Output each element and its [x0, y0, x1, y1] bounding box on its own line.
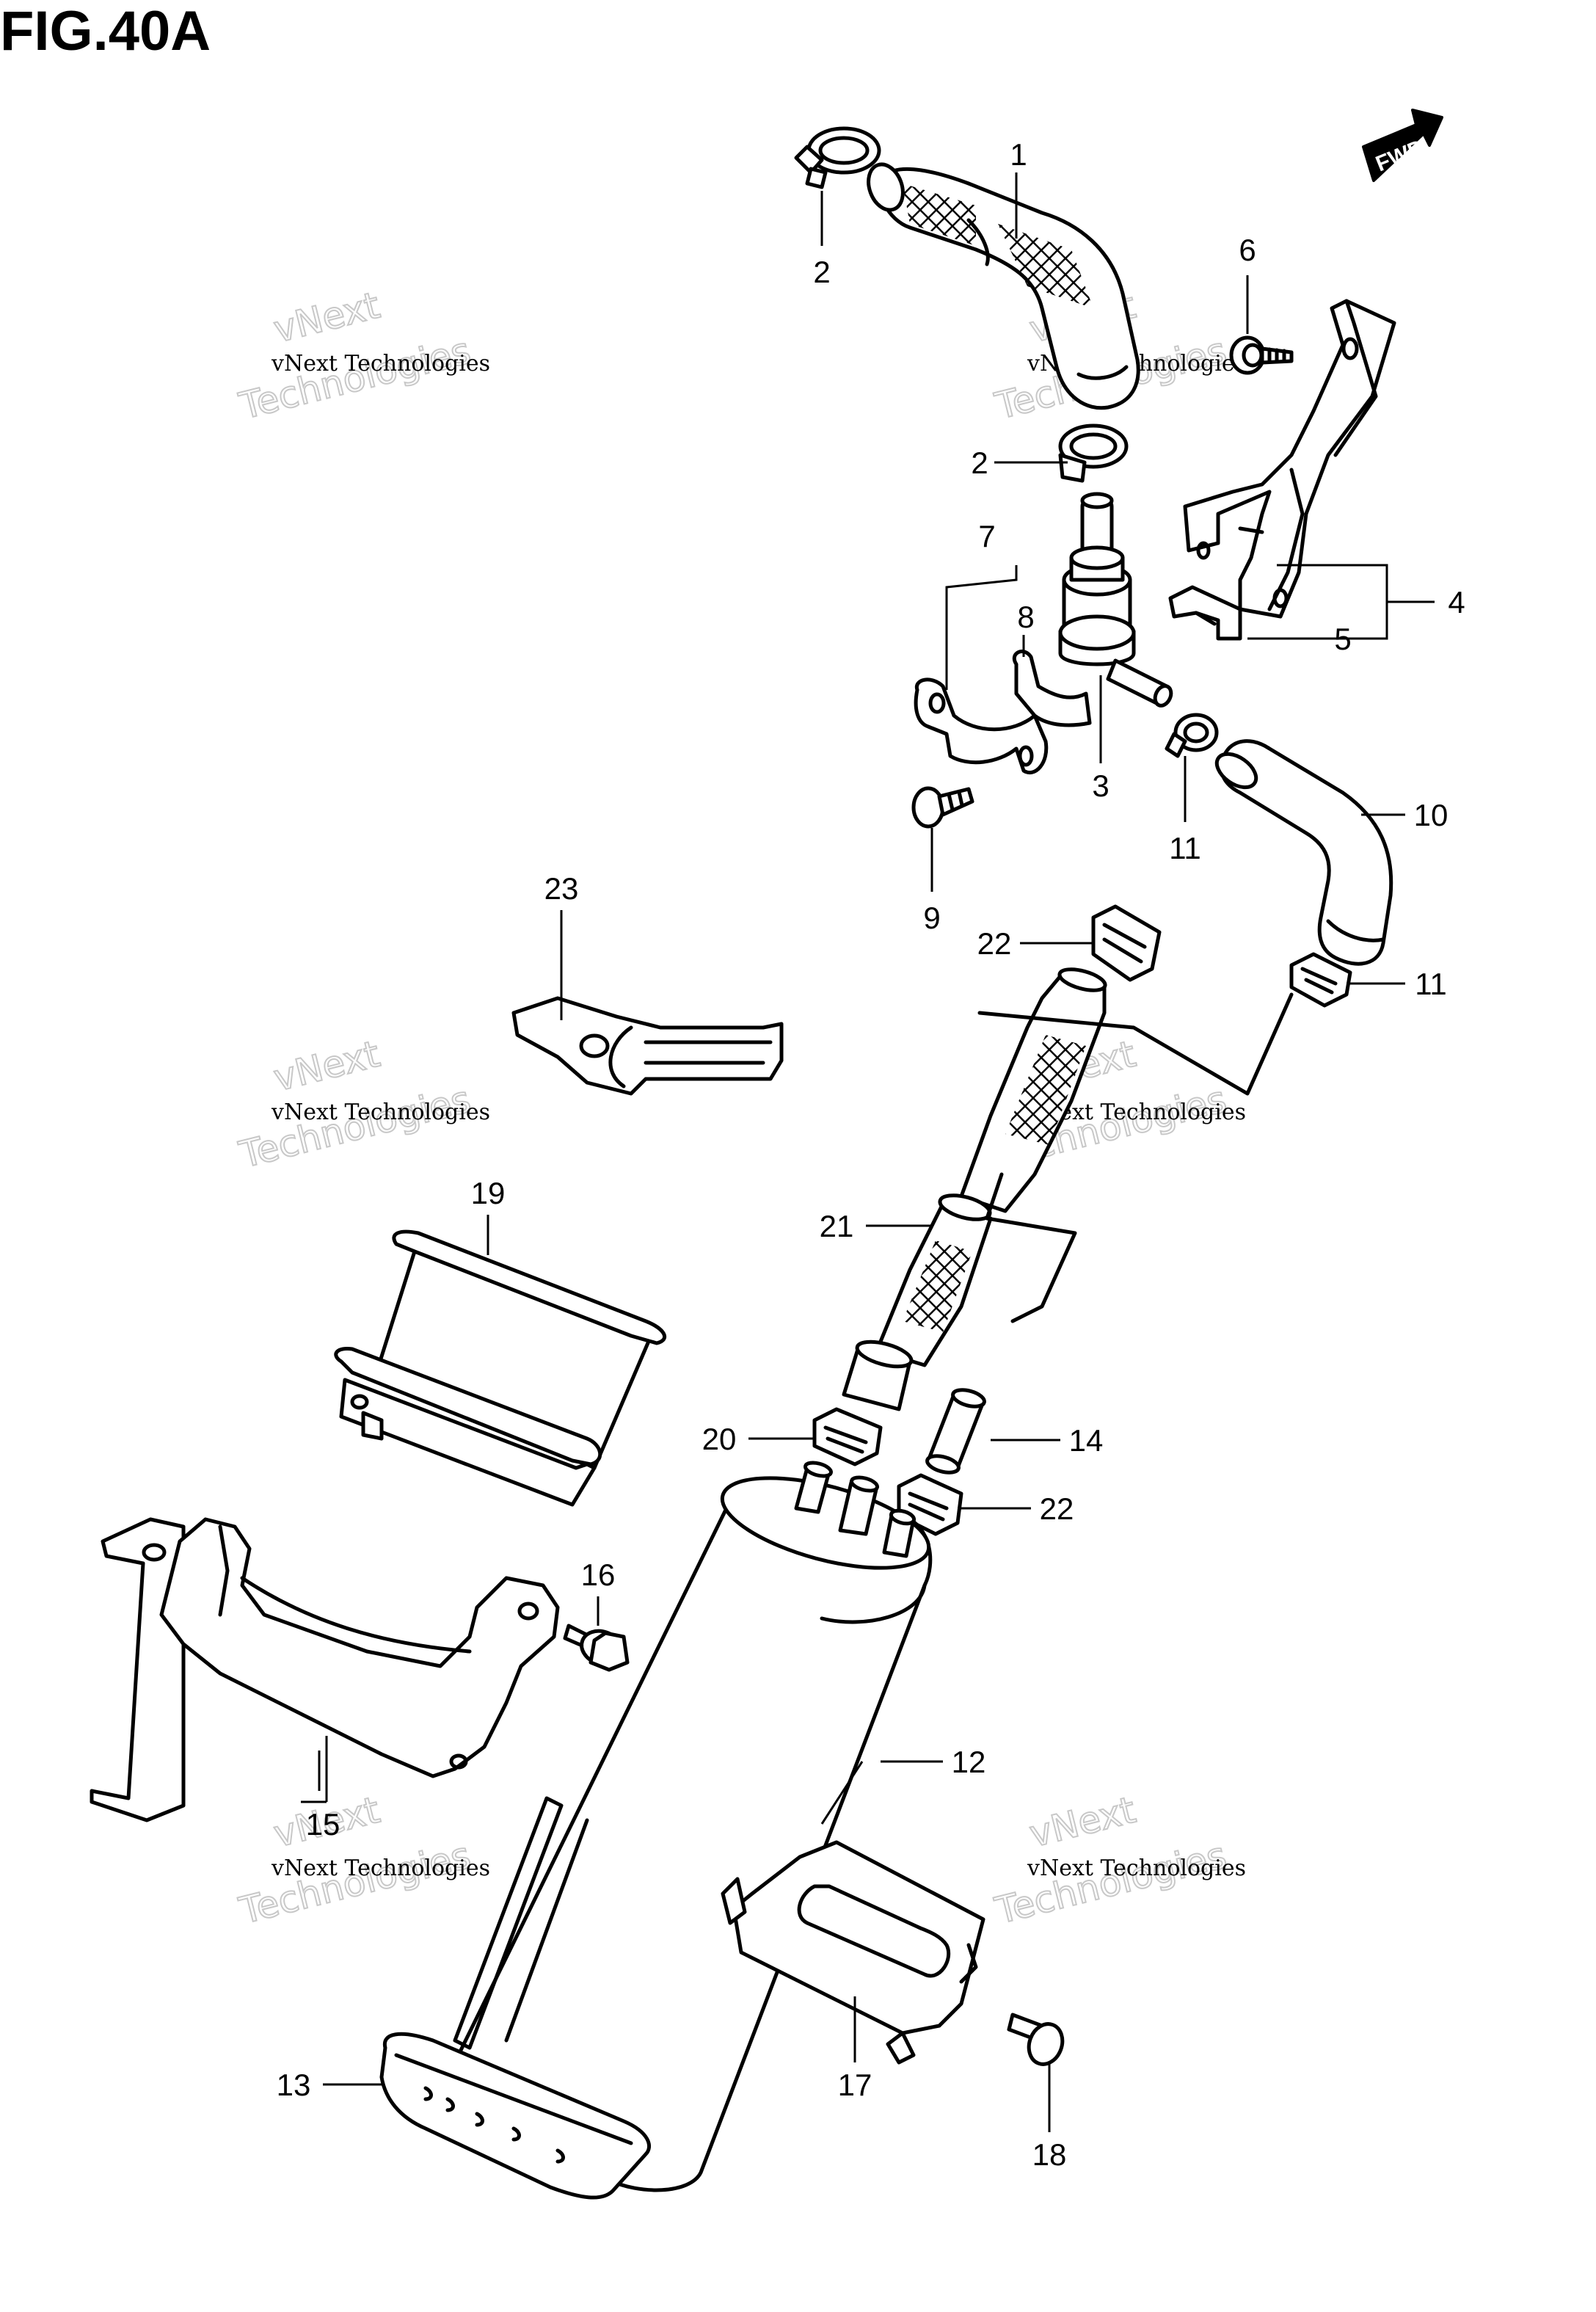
callout-15: 15: [306, 1807, 340, 1842]
callout-16: 16: [581, 1557, 616, 1592]
watermark-6: vNext Technologies vNext Technologies: [990, 1788, 1246, 1933]
callout-7: 7: [978, 519, 995, 553]
svg-text:Technologies: Technologies: [235, 330, 475, 428]
watermark-5: vNext Technologies vNext Technologies: [234, 1788, 490, 1933]
callout-6: 6: [1239, 233, 1256, 267]
part-21-hose: [842, 967, 1294, 1411]
part-4-bracket: [1183, 299, 1396, 619]
callout-5: 5: [1334, 622, 1351, 656]
svg-text:vNext: vNext: [269, 284, 384, 352]
callout-12: 12: [952, 1745, 986, 1779]
callout-14: 14: [1069, 1423, 1104, 1458]
callout-1: 1: [1010, 137, 1027, 172]
svg-text:vNext Technologies: vNext Technologies: [271, 1855, 490, 1881]
callout-23: 23: [544, 871, 579, 906]
svg-text:Technologies: Technologies: [235, 1078, 475, 1177]
callout-19: 19: [471, 1176, 506, 1210]
part-16-bolt: [563, 1624, 630, 1672]
callout-18: 18: [1032, 2137, 1067, 2172]
part-15-bracket: [90, 1517, 560, 1822]
callout-8: 8: [1017, 600, 1034, 634]
callout-11-upper: 11: [1169, 831, 1201, 865]
callout-21: 21: [820, 1209, 854, 1243]
leader-lines: [301, 172, 1435, 2132]
part-7-clamp: [914, 677, 1049, 774]
watermark-3: vNext Technologies vNext Technologies: [234, 1032, 490, 1177]
part-18-screw: [1007, 2013, 1065, 2066]
figure-title: FIG.40A: [0, 0, 211, 62]
part-11-clamp-upper: [1165, 713, 1219, 758]
svg-text:Technologies: Technologies: [235, 1834, 475, 1933]
part-5-clip: [1168, 585, 1242, 641]
part-11-clamp-lower: [1289, 952, 1352, 1008]
part-8-clamp-half: [1013, 650, 1092, 727]
callout-22-upper: 22: [977, 926, 1012, 961]
part-2-clamp-middle: [1058, 423, 1129, 483]
part-2-clamp-upper: [794, 126, 881, 189]
part-22-clip-upper: [1091, 904, 1162, 982]
part-6-screw: [1229, 335, 1294, 375]
callout-13: 13: [277, 2068, 311, 2102]
part-17-bracket-clamp: [721, 1840, 985, 2065]
forward-direction-arrow: FWD: [1362, 109, 1443, 182]
svg-text:vNext: vNext: [1025, 1789, 1140, 1856]
part-1-hose: [867, 162, 1140, 410]
callout-2-middle: 2: [971, 446, 988, 480]
watermark-1: vNext Technologies vNext Technologies: [234, 283, 490, 429]
part-19-filter-sleeve: [334, 1229, 667, 1507]
svg-text:vNext: vNext: [269, 1033, 384, 1100]
callout-17: 17: [838, 2068, 872, 2102]
part-9-screw: [911, 786, 974, 829]
callout-22-lower: 22: [1040, 1491, 1074, 1526]
part-20-clip: [812, 1407, 883, 1466]
svg-text:vNext Technologies: vNext Technologies: [271, 351, 490, 377]
callout-9: 9: [923, 901, 940, 935]
callout-20: 20: [702, 1422, 737, 1456]
part-3-fuel-fitting: [1058, 492, 1173, 708]
part-14-cap: [925, 1388, 986, 1475]
callout-10: 10: [1414, 798, 1449, 832]
callout-11-lower: 11: [1415, 967, 1447, 1001]
callout-2-upper: 2: [813, 255, 830, 289]
callout-4: 4: [1448, 585, 1465, 619]
svg-text:vNext Technologies: vNext Technologies: [271, 1099, 490, 1125]
part-10-hose: [1214, 739, 1393, 966]
part-23-clip-plate: [511, 996, 784, 1096]
svg-text:Technologies: Technologies: [991, 1834, 1231, 1933]
callout-3: 3: [1092, 768, 1109, 803]
svg-text:vNext Technologies: vNext Technologies: [1027, 1855, 1246, 1881]
part-13-end-cap: [379, 2032, 651, 2200]
